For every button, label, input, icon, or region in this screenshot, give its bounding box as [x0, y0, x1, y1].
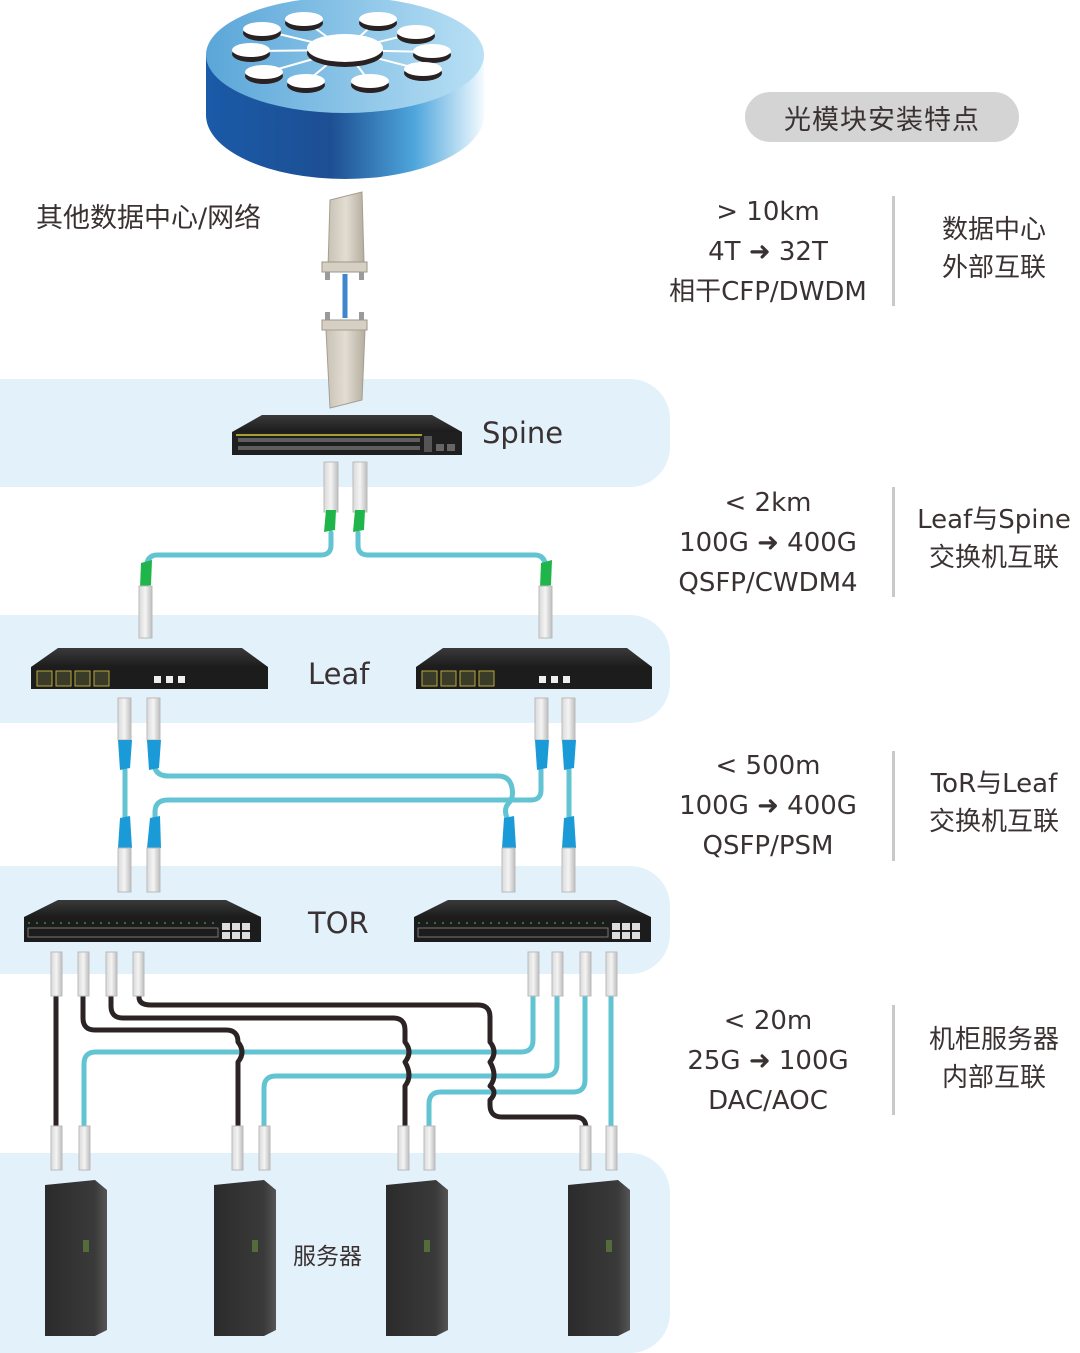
tor-switch-left-icon [24, 900, 261, 942]
tor-server-cables [53, 994, 614, 1131]
spine-layer-label: Spine [482, 416, 564, 450]
desc-line: 数据中心 [941, 215, 1046, 245]
spec-rate: 4T ➜ 32T [708, 237, 828, 267]
blue-latch-group [117, 697, 576, 893]
leaf-psm-module-icon [146, 697, 161, 770]
server-layer-label: 服务器 [293, 1244, 362, 1270]
server-rack-icon [45, 1180, 107, 1336]
spec-distance: < 500m [715, 751, 821, 781]
spec-rate: 25G ➜ 100G [687, 1046, 849, 1076]
server-layer-band [0, 1153, 670, 1353]
desc-line: 外部互联 [941, 253, 1046, 283]
spec-distance: > 10km [716, 197, 820, 227]
spec-module: QSFP/PSM [702, 831, 834, 861]
spec-rate: 100G ➜ 400G [679, 528, 857, 558]
datacenter-cylinder-icon [206, 0, 484, 179]
sfp-modules-server [50, 1125, 618, 1171]
desc-line: ToR与Leaf [930, 769, 1058, 799]
spine-qsfp-module-right-icon [352, 461, 368, 532]
cfp-module-top-icon [321, 191, 368, 280]
spec-block-leaf-spine: < 2km 100G ➜ 400G QSFP/CWDM4 [640, 483, 896, 603]
spine-leaf-fibers [143, 530, 549, 578]
spec-distance: < 20m [723, 1006, 813, 1036]
leaf-psm-module-icon [561, 697, 576, 770]
spec-block-tor-leaf: < 500m 100G ➜ 400G QSFP/PSM [640, 746, 896, 866]
external-network-label: 其他数据中心/网络 [36, 203, 262, 234]
divider [892, 751, 895, 861]
leaf-psm-module-icon [117, 697, 132, 770]
server-rack-icon [214, 1180, 276, 1336]
spine-switch-icon [232, 415, 462, 455]
desc-line: 交换机互联 [928, 807, 1059, 837]
sfp-modules-tor [50, 951, 618, 997]
desc-line: Leaf与Spine [917, 505, 1071, 535]
leaf-layer-label: Leaf [308, 657, 370, 691]
tor-psm-module-icon [501, 816, 516, 893]
leaf-qsfp-module-left-icon [138, 560, 153, 639]
leaf-qsfp-module-right-icon [538, 560, 553, 639]
server-rack-icon [386, 1180, 448, 1336]
desc-line: 内部互联 [941, 1063, 1046, 1093]
server-rack-icon [568, 1180, 630, 1336]
leaf-switch-left-icon [31, 648, 268, 689]
tor-layer-label: TOR [308, 906, 369, 940]
spec-module: QSFP/CWDM4 [678, 568, 858, 598]
tor-psm-module-icon [117, 816, 132, 893]
spec-block-external: > 10km 4T ➜ 32T 相干CFP/DWDM [640, 192, 896, 312]
spec-block-server: < 20m 25G ➜ 100G DAC/AOC [640, 1001, 896, 1121]
spec-rate: 100G ➜ 400G [679, 791, 857, 821]
section-title-pill: 光模块安装特点 [745, 92, 1019, 142]
leaf-tor-fibers [122, 762, 572, 825]
divider [892, 196, 895, 306]
spec-module: DAC/AOC [708, 1086, 828, 1116]
tor-switch-right-icon [414, 900, 651, 942]
desc-block-external: 数据中心 外部互联 [896, 211, 1080, 287]
desc-block-tor-leaf: ToR与Leaf 交换机互联 [896, 765, 1080, 841]
desc-block-server: 机柜服务器 内部互联 [896, 1021, 1080, 1097]
cfp-module-bottom-icon [321, 312, 368, 409]
divider [892, 1005, 895, 1115]
leaf-psm-module-icon [534, 697, 549, 770]
leaf-switch-right-icon [416, 648, 652, 689]
spec-distance: < 2km [724, 488, 812, 518]
desc-line: 机柜服务器 [928, 1025, 1059, 1055]
tor-psm-module-icon [561, 816, 576, 893]
desc-block-leaf-spine: Leaf与Spine 交换机互联 [896, 501, 1080, 577]
desc-line: 交换机互联 [928, 543, 1059, 573]
spec-module: 相干CFP/DWDM [669, 277, 867, 307]
spine-qsfp-module-left-icon [323, 461, 339, 532]
divider [892, 487, 895, 597]
tor-psm-module-icon [146, 816, 161, 893]
